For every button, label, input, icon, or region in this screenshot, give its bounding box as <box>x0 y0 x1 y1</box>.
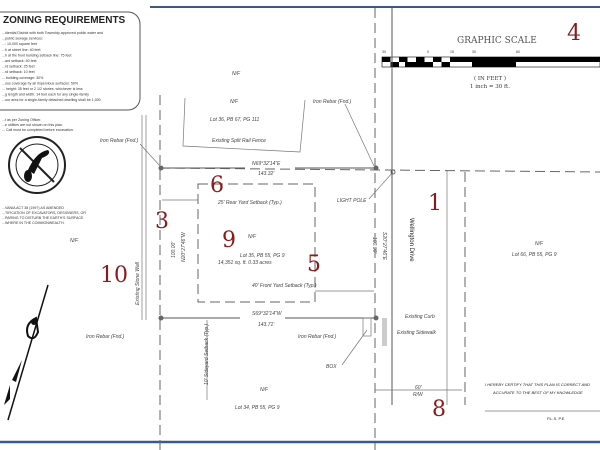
graphic-scale: GRAPHIC SCALE 30 0 15 30 60 ( IN FEET ) 1 in… <box>381 36 600 90</box>
east-distance: 100.00' <box>371 237 377 254</box>
zoning-line: ...ous coverage by all impervious surfac… <box>2 81 79 85</box>
iron-rebar-label: Iron Rebar (Fnd.) <box>100 138 139 144</box>
scale-units: ( IN FEET ) <box>474 75 506 82</box>
side-setback-label: 10' Sideyard Setback (Typ.) <box>204 323 210 385</box>
zoning-line: ...ard setback: 40 feet <box>2 59 37 63</box>
north-arrow-icon <box>4 284 49 421</box>
east-bearing: S20°27'46"E <box>381 232 387 261</box>
one-call-act-text: ...VANIA ACT 38 (1997) AS AMENDED <box>2 206 64 210</box>
south-bearing: S69°32'14"W <box>252 311 283 317</box>
one-call-seal-icon <box>8 136 66 194</box>
marker-10: 10 <box>100 263 128 288</box>
zoning-line: ...idential District with both Township-… <box>2 31 103 35</box>
marker-4: 4 <box>567 21 581 46</box>
stone-wall-label: Existing Stone Wall <box>135 261 141 305</box>
row-label: R/W <box>413 392 424 398</box>
scale-segment <box>382 57 391 62</box>
scale-segment <box>399 57 408 62</box>
light-pole-label: LIGHT POLE <box>337 198 367 204</box>
scale-title: GRAPHIC SCALE <box>457 36 537 46</box>
zoning-line: ...rd setback: 10 feet <box>2 70 35 74</box>
south-distance: 143.71' <box>258 322 275 328</box>
zoning-line: ... height: 35 feet or 2 1/2 stories, wh… <box>2 87 83 91</box>
scale-segment <box>472 62 516 67</box>
iron-rebar-label: Iron Rebar (Fnd.) <box>313 99 352 105</box>
zoning-line: ...oor area for a single-family detached… <box>2 98 101 102</box>
zoning-line: ...: 10,000 square feet <box>2 42 37 46</box>
marker-6: 6 <box>210 173 224 198</box>
zoning-note: ...t as per Zoning Officer. <box>2 118 41 122</box>
zoning-line: ... building coverage: 30% <box>2 76 44 80</box>
scale-segment <box>416 57 425 62</box>
zoning-note: ...e utilities are not shown on this pla… <box>2 123 63 127</box>
north-bearing: N69°32'14"E <box>252 161 281 167</box>
certification-line1: I HEREBY CERTIFY THAT THIS PLAN IS CORRE… <box>485 382 590 387</box>
setback-envelope <box>197 183 316 303</box>
scale-segment <box>405 62 430 67</box>
scale-segment <box>472 57 516 62</box>
box-label: BOX <box>326 364 337 370</box>
front-setback-label: 40' Front Yard Setback (Typ.) <box>252 283 317 289</box>
marker-3: 3 <box>155 209 169 234</box>
west-bearing: N20°27'46"W <box>181 231 187 262</box>
scale-tick-label: 15 <box>450 50 454 54</box>
lot35-label: Lot 35, PB 55, PG 9 <box>240 253 285 259</box>
one-call-act-text: ...PARING TO DISTURB THE EARTH'S SURFACE <box>2 216 84 220</box>
zoning-line: ...h at street line: 40 feet <box>2 48 41 52</box>
iron-rebar-label: Iron Rebar (Fnd.) <box>86 334 125 340</box>
scale-segment <box>450 57 472 62</box>
scale-segment <box>390 62 399 67</box>
west-distance: 100.00' <box>171 241 177 258</box>
scale-tick-label: 0 <box>427 50 429 54</box>
zoning-line: ...g length and width: 14 feet each for … <box>2 93 89 97</box>
iron-rebar-marker <box>373 165 379 171</box>
certification-line2: ACCURATE TO THE BEST OF MY KNOWLEDGE <box>492 390 583 395</box>
nf-label: N/F <box>260 387 269 393</box>
lot34-label: Lot 34, PB 55, PG 9 <box>235 405 280 411</box>
nf-label: N/F <box>230 99 239 105</box>
split-rail-fence <box>182 97 306 153</box>
scale-ratio: 1 inch = 30 ft. <box>470 84 510 90</box>
scale-tick-label: 30 <box>382 50 386 54</box>
zoning-requirements-box: ZONING REQUIREMENTS ...idential District… <box>0 11 141 132</box>
one-call-act-text: ...WHERE IN THE COMMONWEALTH. <box>2 221 65 225</box>
iron-rebar-marker <box>158 315 164 321</box>
scale-tick-label: 30 <box>472 50 476 54</box>
zoning-line: ...h at the front building setback line:… <box>2 53 72 57</box>
lot36-label: Lot 36, PB 67, PG 111 <box>210 117 260 123</box>
scale-segment <box>441 62 450 67</box>
iron-rebar-marker <box>158 165 164 171</box>
lot66-label: Lot 66, PB 55, PG 9 <box>512 252 557 258</box>
iron-rebar-label: Iron Rebar (Fnd.) <box>298 334 337 340</box>
scale-segment <box>516 57 600 62</box>
fence-label: Existing Split Rail Fence <box>212 138 266 144</box>
lot-area: 14,351 sq. ft. 0.33 acres <box>218 260 272 266</box>
rear-setback-label: 25' Rear Yard Setback (Typ.) <box>217 200 282 206</box>
one-call-act-text: ...TIFICATION OF EXCAVATORS, DESIGNERS, … <box>2 211 86 215</box>
zoning-line: ...public sewage services: <box>2 37 43 41</box>
marker-5: 5 <box>307 252 321 277</box>
marker-8: 8 <box>432 397 446 422</box>
nf-label: N/F <box>232 71 241 77</box>
street-name: Wellington Drive <box>408 218 414 262</box>
zoning-note: ... Call must be completed before excava… <box>2 128 74 132</box>
nf-label: N/F <box>535 241 544 247</box>
sidewalk-label: Existing Sidewalk <box>397 330 436 336</box>
nf-label: N/F <box>248 234 257 240</box>
iron-rebar-marker <box>373 315 379 321</box>
nf-label: N/F <box>70 238 79 244</box>
scale-segment <box>433 57 442 62</box>
row-width: 60' <box>415 385 423 391</box>
zoning-title: ZONING REQUIREMENTS <box>3 15 126 26</box>
pls-label: P.L.S. P.E <box>547 416 565 421</box>
north-distance: 143.32' <box>258 171 275 177</box>
curb-label: Existing Curb <box>405 314 435 320</box>
scale-tick-label: 60 <box>516 50 520 54</box>
zoning-line: ...rd setback: 25 feet <box>2 65 35 69</box>
marker-1: 1 <box>428 191 442 216</box>
marker-9: 9 <box>222 228 236 253</box>
